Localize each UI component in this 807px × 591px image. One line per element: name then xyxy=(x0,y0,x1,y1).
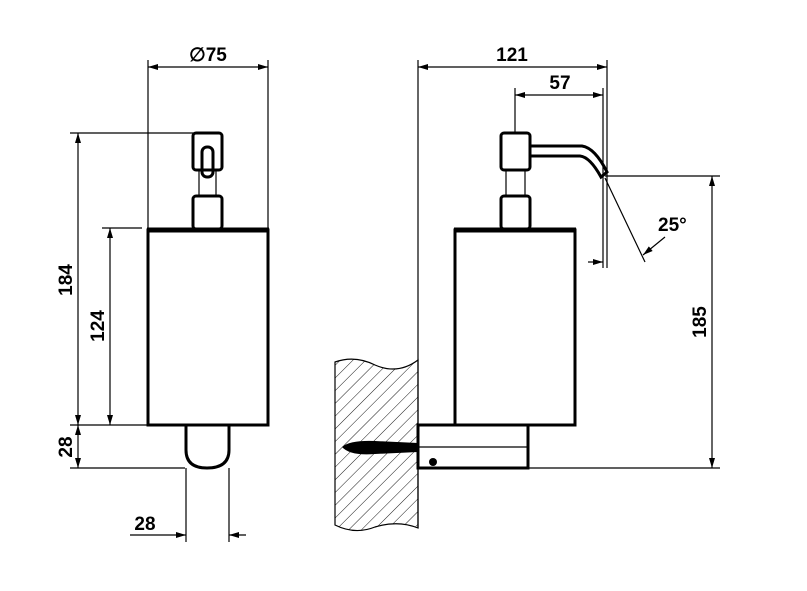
dimension-label: 184 xyxy=(56,264,77,296)
dimension-label: 25° xyxy=(658,215,687,236)
dimension-bracket-height: 28 xyxy=(56,425,185,469)
pump-slot xyxy=(200,145,215,179)
bracket-screw xyxy=(429,458,437,466)
dimension-total-height: 184 xyxy=(56,132,195,426)
pump-head-side xyxy=(499,131,532,172)
side-view: 121 57 25° 185 xyxy=(334,45,720,532)
spout xyxy=(530,144,609,180)
bottom-knob xyxy=(184,425,231,470)
dimension-spout-reach: 57 xyxy=(514,73,604,268)
pump-head xyxy=(191,131,224,172)
dimension-label: 121 xyxy=(496,45,528,66)
dimension-depth: 121 xyxy=(418,45,608,268)
dimension-label: 124 xyxy=(88,310,109,342)
dimension-label: ∅75 xyxy=(189,45,227,66)
pump-neck xyxy=(191,194,224,231)
dimension-knob-width: 28 xyxy=(130,468,246,542)
front-view: ∅75 184 124 28 28 xyxy=(56,45,270,542)
pump-stem-side xyxy=(505,169,526,197)
dimension-body-height: 124 xyxy=(88,227,142,425)
pump-neck-side xyxy=(499,194,532,231)
dimension-label: 28 xyxy=(134,514,155,535)
container-body xyxy=(146,228,270,427)
dimension-label: 28 xyxy=(56,436,77,457)
container-body-side xyxy=(453,228,577,427)
dimension-angle: 25° xyxy=(604,177,687,263)
wall-anchor xyxy=(342,440,418,455)
dimension-label: 185 xyxy=(690,306,711,338)
dimension-label: 57 xyxy=(549,73,570,94)
dimension-mount-height: 185 xyxy=(605,175,720,468)
dimension-diameter: ∅75 xyxy=(147,45,269,228)
